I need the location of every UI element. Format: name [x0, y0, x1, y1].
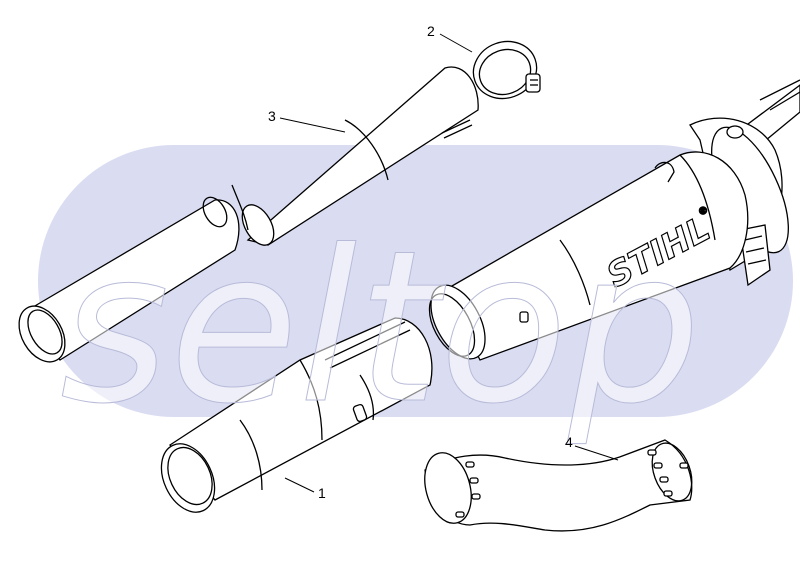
callout-4: 4 — [565, 434, 619, 461]
callout-3: 3 — [268, 108, 346, 133]
callout-4-leader — [574, 445, 619, 461]
callout-1-leader — [284, 477, 315, 493]
brand-registered-mark: ® — [698, 206, 708, 217]
callout-3-label: 3 — [268, 108, 276, 124]
callout-2: 2 — [427, 23, 473, 53]
part-1-nozzle-tube — [151, 318, 432, 521]
main-blower-tube: STIHL ® — [420, 152, 748, 368]
callout-3-leader — [279, 117, 346, 133]
part-2-hose-clamp — [465, 33, 544, 108]
watermark-text: seltop — [60, 205, 701, 450]
callout-4-label: 4 — [565, 434, 573, 450]
part-4-deflector-elbow — [417, 438, 699, 531]
callout-1-label: 1 — [318, 485, 326, 501]
callout-1: 1 — [284, 477, 326, 501]
part-3-blower-tube — [10, 67, 478, 370]
callout-2-label: 2 — [427, 23, 435, 39]
callout-2-leader — [439, 33, 473, 53]
